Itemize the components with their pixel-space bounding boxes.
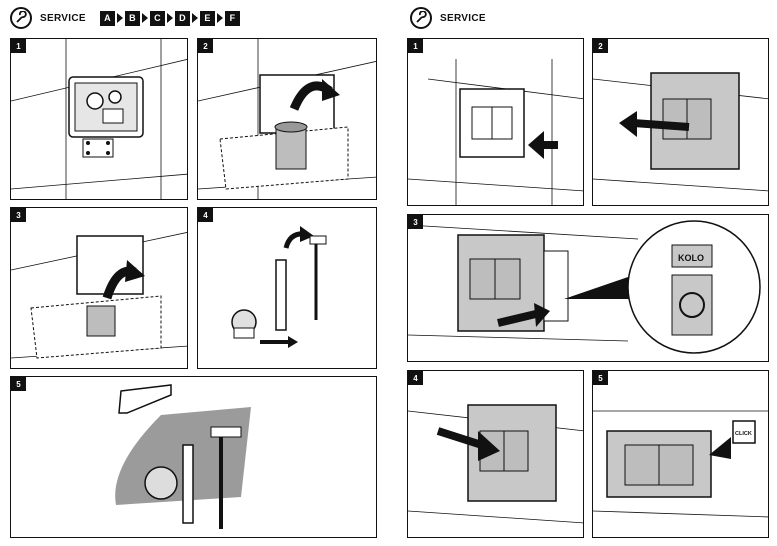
left-panel-4: 4 (197, 207, 377, 369)
remove-plate-illustration (593, 72, 768, 192)
panel-number: 5 (11, 377, 26, 391)
push-arrow-icon (478, 431, 500, 461)
left-header: SERVICE A B C D E F (10, 6, 240, 30)
panel-number: 3 (11, 208, 26, 222)
left-panel-1: 1 (10, 38, 188, 200)
step-badge: E (199, 10, 215, 26)
step-badge: F (224, 10, 240, 26)
push-arrow-icon (288, 336, 298, 348)
right-panel-3: 3 KOLO (407, 214, 769, 362)
rotate-arrow-icon (322, 79, 340, 101)
left-panel-5: 5 (10, 376, 377, 538)
click-in-plate-illustration: CLICK (593, 410, 768, 518)
push-arrow-icon (534, 303, 550, 327)
rotate-arrow-icon (125, 260, 145, 282)
open-plate-detail-illustration: KOLO (408, 220, 761, 354)
service-title: SERVICE (440, 12, 486, 24)
step-arrow-icon (216, 13, 223, 23)
wrench-icon (410, 7, 432, 29)
step-arrow-icon (141, 13, 148, 23)
reinstall-plate-illustration (408, 404, 583, 524)
step-sequence: A B C D E F (99, 10, 240, 26)
step-badge: A (99, 10, 115, 26)
panel-number: 1 (408, 39, 423, 53)
push-arrow-icon (528, 131, 544, 159)
left-panel-2: 2 (197, 38, 377, 200)
right-header: SERVICE (410, 6, 486, 30)
wrench-icon (10, 7, 32, 29)
panel-number: 2 (198, 39, 213, 53)
right-panel-5: 5 CLICK (592, 370, 769, 538)
panel-number: 1 (11, 39, 26, 53)
panel-number: 4 (198, 208, 213, 222)
parts-removed-illustration (231, 226, 327, 348)
click-label: CLICK (735, 431, 752, 437)
step-arrow-icon (116, 13, 123, 23)
step-badge: D (174, 10, 190, 26)
lift-flush-valve-illustration (11, 232, 187, 359)
rinse-parts-illustration (115, 384, 251, 529)
panel-number: 5 (593, 371, 608, 385)
step-arrow-icon (166, 13, 173, 23)
cistern-frame-illustration (11, 39, 187, 199)
brand-label: KOLO (678, 253, 704, 263)
push-arrow-icon (619, 111, 637, 137)
step-badge: B (124, 10, 140, 26)
panel-number: 2 (593, 39, 608, 53)
left-panel-3: 3 (10, 207, 188, 369)
panel-number: 4 (408, 371, 423, 385)
step-badge: C (149, 10, 165, 26)
right-panel-1: 1 (407, 38, 584, 206)
remove-valve-illustration (198, 39, 376, 199)
flush-plate-illustration (408, 59, 583, 205)
step-arrow-icon (191, 13, 198, 23)
right-panel-2: 2 (592, 38, 769, 206)
service-title: SERVICE (40, 12, 86, 24)
right-panel-4: 4 (407, 370, 584, 538)
